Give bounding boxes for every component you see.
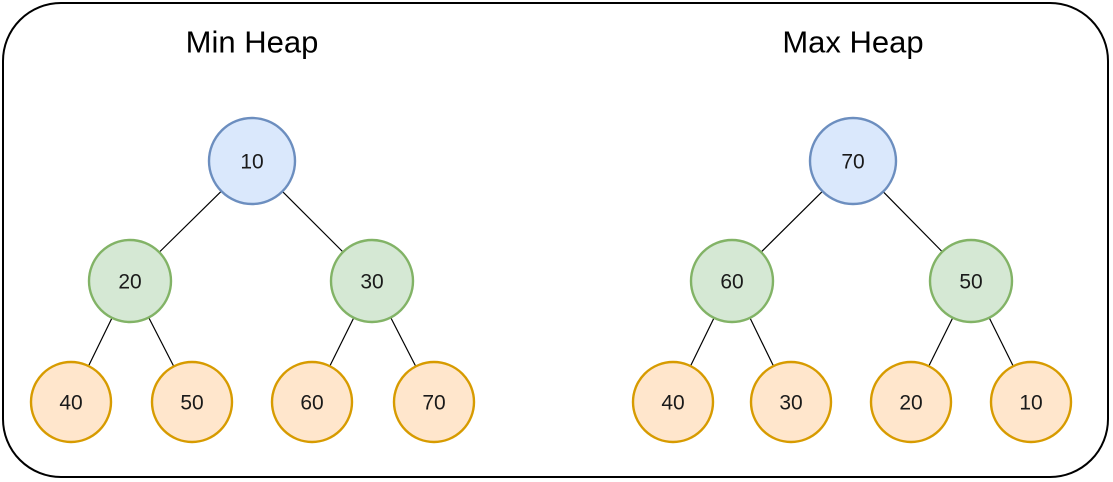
nodes-layer: 10 20 30 40 50 60 70 70 60 50 40 30 20 10 [29,116,1073,444]
node-circle-leaf[interactable] [270,360,354,444]
node-value-label: 20 [118,271,141,294]
node-value-label: 30 [779,392,802,415]
node-circle-leaf[interactable] [150,360,234,444]
tree-edge [689,317,715,367]
node-value-label: 20 [899,392,922,415]
node-value-label: 50 [180,392,203,415]
node-value-label: 40 [661,392,684,415]
node-value-label: 60 [300,392,323,415]
node-value-label: 40 [59,392,82,415]
tree-node[interactable]: 60 [270,360,354,444]
node-circle-internal[interactable] [329,238,415,324]
tree-node[interactable]: 40 [631,360,715,444]
tree-edge [87,317,113,367]
tree-node[interactable]: 30 [749,360,833,444]
tree-node[interactable]: 20 [87,238,173,324]
tree-edge [148,317,175,367]
tree-node[interactable]: 50 [150,360,234,444]
node-value-label: 30 [360,271,383,294]
tree-node[interactable]: 40 [29,360,113,444]
tree-node[interactable]: 10 [207,116,297,206]
tree-node[interactable]: 70 [392,360,476,444]
node-circle-leaf[interactable] [749,360,833,444]
node-circle-leaf[interactable] [392,360,476,444]
tree-node[interactable]: 70 [808,116,898,206]
node-circle-leaf[interactable] [989,360,1073,444]
tree-edge [329,317,355,367]
node-value-label: 70 [422,392,445,415]
tree-edge [158,190,222,253]
node-value-label: 10 [240,151,263,174]
node-circle-leaf[interactable] [29,360,113,444]
heap-title: Max Heap [782,25,923,60]
node-circle-internal[interactable] [87,238,173,324]
tree-edge [988,317,1014,367]
tree-node[interactable]: 20 [869,360,953,444]
node-value-label: 10 [1019,392,1042,415]
tree-node[interactable]: 30 [329,238,415,324]
tree-edge [882,191,943,253]
tree-edge [760,190,823,253]
edges-layer [87,190,1014,367]
tree-edge [928,317,954,367]
tree-edge [390,317,417,367]
tree-node[interactable]: 50 [928,238,1014,324]
titles-layer: Min Heap Max Heap [186,25,924,60]
heap-title: Min Heap [186,25,319,60]
tree-node[interactable]: 10 [989,360,1073,444]
node-circle-leaf[interactable] [869,360,953,444]
node-circle-root[interactable] [808,116,898,206]
tree-edge [281,190,344,253]
node-circle-root[interactable] [207,116,297,206]
node-circle-internal[interactable] [689,238,775,324]
node-circle-leaf[interactable] [631,360,715,444]
tree-edge [749,317,775,367]
node-circle-internal[interactable] [928,238,1014,324]
node-value-label: 60 [720,271,743,294]
node-value-label: 50 [959,271,982,294]
tree-node[interactable]: 60 [689,238,775,324]
node-value-label: 70 [841,151,864,174]
